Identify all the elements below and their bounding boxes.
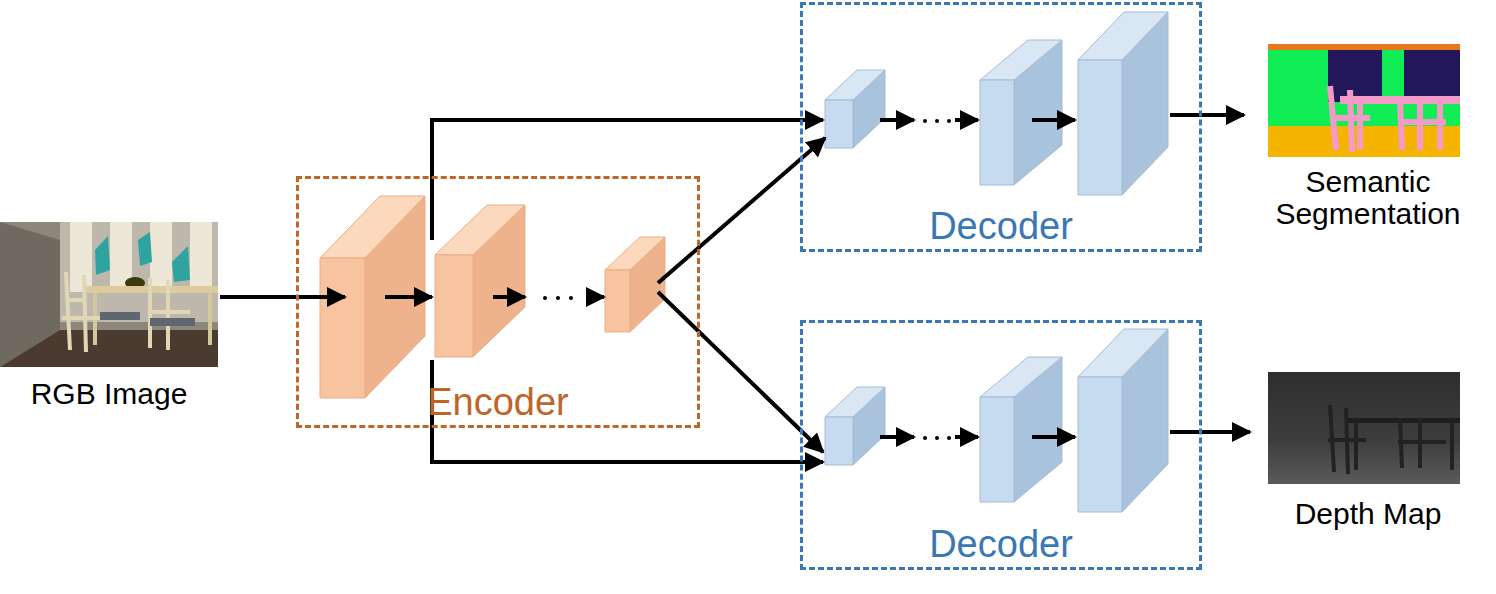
module-label: Decoder <box>929 523 1073 565</box>
block-face <box>1078 377 1122 512</box>
block-face <box>1078 12 1168 60</box>
image-caption: Semantic Segmentation <box>1252 166 1484 230</box>
block-face <box>825 100 853 148</box>
block-face <box>320 258 365 398</box>
data-flow-arrow <box>432 120 823 240</box>
feature-block <box>1078 329 1168 512</box>
feature-block <box>825 387 885 465</box>
module-label: Decoder <box>929 205 1073 247</box>
feature-block <box>435 205 525 357</box>
data-flow-arrow <box>220 295 345 299</box>
data-flow-arrow <box>1170 113 1244 117</box>
block-face <box>1078 329 1168 377</box>
flow-arrow <box>955 435 978 439</box>
block-face <box>825 387 885 417</box>
data-flow-arrow <box>658 292 823 452</box>
block-face <box>825 417 853 465</box>
decoder-box: Decoder <box>800 2 1202 252</box>
flow-arrow <box>1032 118 1075 122</box>
depth-map-image <box>1268 372 1460 484</box>
data-flow-arrow <box>1170 430 1250 434</box>
segmentation-image <box>1268 44 1460 157</box>
feature-block <box>980 357 1062 502</box>
ellipsis-dot <box>947 436 951 440</box>
rgb-image <box>0 222 218 367</box>
output-image: Depth Map <box>1258 372 1478 530</box>
ellipsis-dot <box>923 119 927 123</box>
ellipsis-dot <box>935 119 939 123</box>
flow-arrow <box>1032 435 1075 439</box>
block-face <box>605 237 665 270</box>
module-label: Encoder <box>427 381 569 423</box>
flow-arrow <box>955 118 978 122</box>
block-face <box>435 255 473 357</box>
flow-arrow <box>588 295 604 299</box>
block-face <box>980 357 1062 397</box>
flow-arrow <box>493 295 525 299</box>
block-face <box>825 70 885 100</box>
image-caption: RGB Image <box>31 378 188 410</box>
image-caption: Depth Map <box>1295 498 1442 530</box>
feature-block <box>605 237 665 332</box>
ellipsis-dot <box>947 119 951 123</box>
flow-arrow <box>880 118 914 122</box>
block-face <box>435 205 525 255</box>
encoder-box: Encoder <box>296 176 700 428</box>
ellipsis-dot <box>935 436 939 440</box>
ellipsis-dot <box>556 296 560 300</box>
block-face <box>605 270 630 332</box>
feature-block <box>1078 12 1168 195</box>
flow-arrow <box>880 435 914 439</box>
decoder-box: Decoder <box>800 320 1202 570</box>
input-image: RGB Image <box>0 222 218 410</box>
feature-block <box>825 70 885 148</box>
output-image: Semantic Segmentation <box>1252 44 1484 230</box>
block-face <box>980 80 1014 185</box>
ellipsis-dot <box>543 296 547 300</box>
block-face <box>1078 60 1122 195</box>
ellipsis-dot <box>923 436 927 440</box>
block-face <box>320 196 425 258</box>
flow-arrow <box>385 295 432 299</box>
ellipsis-dot <box>569 296 573 300</box>
feature-block <box>980 40 1062 185</box>
block-face <box>980 40 1062 80</box>
block-face <box>980 397 1014 502</box>
